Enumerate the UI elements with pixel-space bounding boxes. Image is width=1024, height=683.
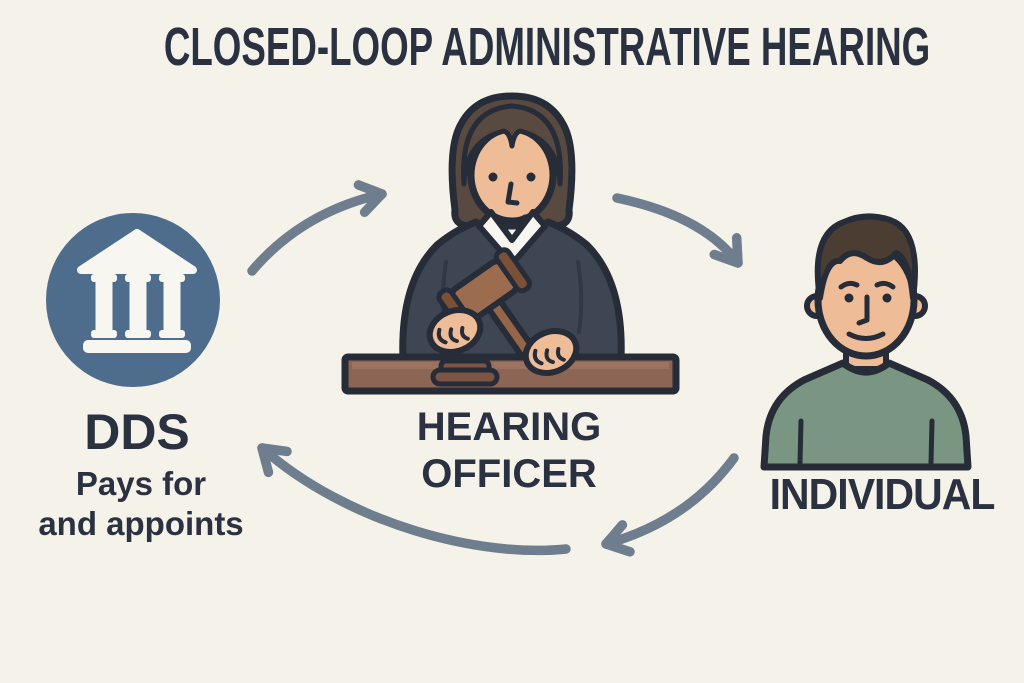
hearing-officer-label: HEARING OFFICER xyxy=(416,405,602,497)
dds-label: DDS xyxy=(84,404,190,460)
sweater-seams xyxy=(797,418,935,466)
person-sweater xyxy=(760,359,972,471)
judge-facial-features xyxy=(488,172,536,224)
individual-label: INDIVIDUAL xyxy=(769,470,996,519)
judge-hands xyxy=(426,307,580,376)
bank-base xyxy=(83,340,191,353)
arrow-officer-to-individual xyxy=(612,193,743,268)
arrow-individual-down xyxy=(601,453,739,557)
flow-arrows xyxy=(247,180,743,557)
arrow-dds-to-officer xyxy=(247,180,387,276)
sound-block xyxy=(430,358,500,387)
dds-sublabel: Pays for and appoints xyxy=(38,465,244,542)
bank-icon xyxy=(46,213,220,387)
person-facial-features xyxy=(838,280,896,341)
judge-illustration xyxy=(341,92,680,395)
diagram-title: CLOSED-LOOP ADMINISTRATIVE HEARING xyxy=(163,17,931,77)
person-hair xyxy=(814,213,918,301)
arrow-loop-to-dds xyxy=(257,443,571,556)
bank-pediment xyxy=(77,229,197,274)
desk xyxy=(341,353,680,395)
person-illustration xyxy=(760,213,972,471)
bank-columns xyxy=(91,274,185,338)
judge-fringe xyxy=(461,103,563,187)
